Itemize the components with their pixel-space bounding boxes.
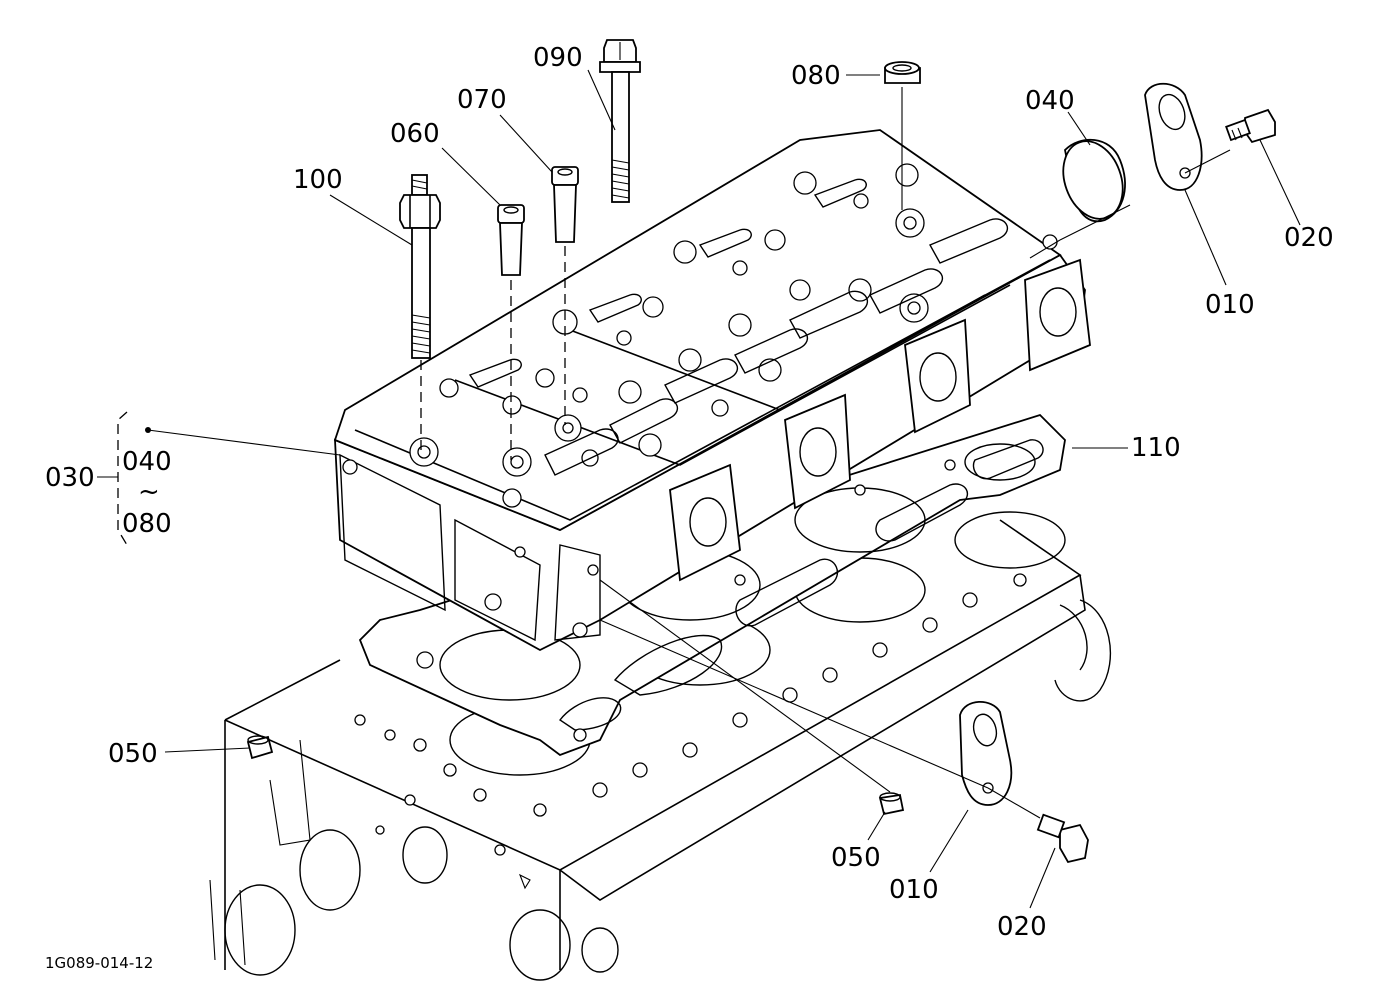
- callout-labels: 090 080 070 060 100 040 020 010 110 030 …: [45, 43, 1334, 972]
- callout-020-bottom: 020: [997, 912, 1047, 942]
- callout-030-range-to: 080: [122, 509, 172, 539]
- cylinder-head: [333, 129, 1091, 652]
- lifting-hook-010-bottom: [599, 619, 1041, 819]
- cylinder-block: [209, 519, 1112, 981]
- callout-030-range-tilde: ~: [138, 477, 160, 507]
- bolt-020-top: [1225, 108, 1276, 144]
- dowel-pin-050-left: [246, 735, 274, 760]
- leader-lines: [97, 69, 1301, 909]
- valve-guide-070: [551, 166, 579, 425]
- dowel-pin-050-bottom: [599, 579, 905, 816]
- callout-020-top: 020: [1284, 223, 1334, 253]
- callout-110: 110: [1131, 433, 1181, 463]
- callout-030: 030: [45, 463, 95, 493]
- callout-080: 080: [791, 61, 841, 91]
- valve-seal-080: [884, 61, 921, 210]
- callout-050-bottom: 050: [831, 843, 881, 873]
- callout-010-bottom: 010: [889, 875, 939, 905]
- callout-090: 090: [533, 43, 583, 73]
- valve-guide-060: [497, 204, 525, 460]
- callout-100: 100: [293, 165, 343, 195]
- stud-bolt-100: [399, 174, 441, 455]
- callout-060: 060: [390, 119, 440, 149]
- callout-050-left: 050: [108, 739, 158, 769]
- head-bolt-090: [599, 39, 641, 203]
- lifting-hook-010-top: [1144, 82, 1231, 191]
- callout-070: 070: [457, 85, 507, 115]
- plug-040: [1029, 138, 1131, 259]
- callout-040-top: 040: [1025, 86, 1075, 116]
- block-deck-bores: [354, 511, 1066, 856]
- callout-010-top: 010: [1205, 290, 1255, 320]
- callout-030-range-from: 040: [122, 447, 172, 477]
- bolt-020-bottom: [1036, 813, 1089, 864]
- drawing-code: 1G089-014-12: [45, 954, 153, 972]
